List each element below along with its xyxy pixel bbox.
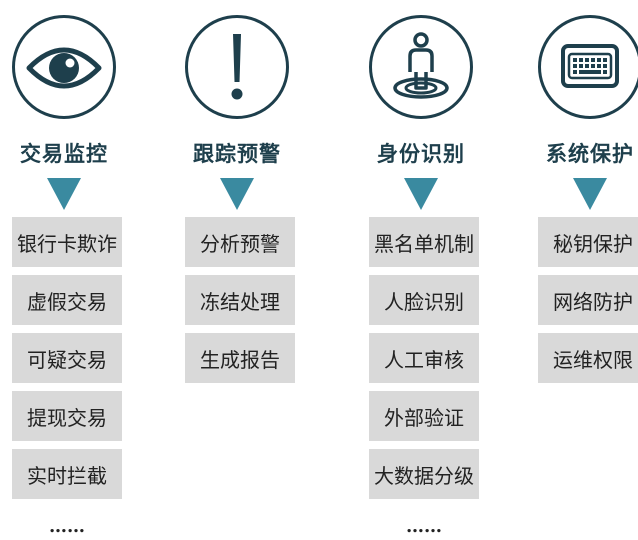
exclamation-icon [185,15,289,119]
list-item: 虚假交易 [12,275,122,325]
eye-icon [12,15,116,119]
list-item: 提现交易 [12,391,122,441]
more-ellipsis: …… [49,516,85,537]
list-item: 冻结处理 [185,275,295,325]
list-item: 网络防护 [538,275,638,325]
list-item: 可疑交易 [12,333,122,383]
down-arrow-icon [220,178,254,210]
more-ellipsis: …… [406,516,442,537]
keyboard-icon [538,15,638,119]
column-title: 身份识别 [377,141,465,166]
list-item: 银行卡欺诈 [12,217,122,267]
list-item: 实时拦截 [12,449,122,499]
list-item: 人工审核 [369,333,479,383]
list-item: 生成报告 [185,333,295,383]
down-arrow-icon [47,178,81,210]
down-arrow-icon [404,178,438,210]
column-title: 系统保护 [546,141,634,166]
list-item: 大数据分级 [369,449,479,499]
item-list: 秘钥保护 网络防护 运维权限 [538,217,638,391]
column-title: 跟踪预警 [193,141,281,166]
item-list: 黑名单机制 人脸识别 人工审核 外部验证 大数据分级 [369,217,479,507]
list-item: 人脸识别 [369,275,479,325]
person-target-icon [369,15,473,119]
list-item: 秘钥保护 [538,217,638,267]
item-list: 银行卡欺诈 虚假交易 可疑交易 提现交易 实时拦截 [12,217,122,507]
item-list: 分析预警 冻结处理 生成报告 [185,217,295,391]
column-title: 交易监控 [20,141,108,166]
list-item: 分析预警 [185,217,295,267]
list-item: 外部验证 [369,391,479,441]
list-item: 黑名单机制 [369,217,479,267]
list-item: 运维权限 [538,333,638,383]
down-arrow-icon [573,178,607,210]
